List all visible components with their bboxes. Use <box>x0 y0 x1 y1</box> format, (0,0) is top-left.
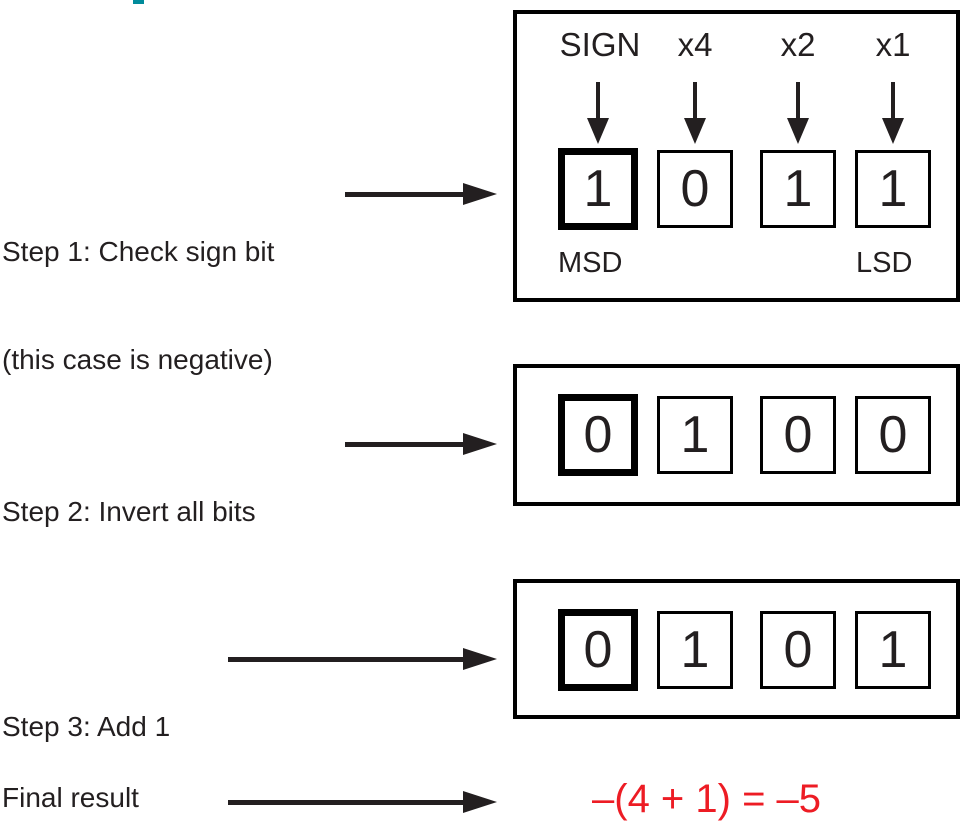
step-1-caption-line1: Step 1: Check sign bit <box>2 236 275 267</box>
arrow-head <box>587 118 609 144</box>
arrow-head <box>684 118 706 144</box>
arrow-head <box>787 118 809 144</box>
step-3-bit-0: 0 <box>558 609 638 691</box>
step-2-arrow-icon <box>345 433 497 455</box>
column-header-x2: x2 <box>780 26 816 63</box>
column-header-x1: x1 <box>875 26 911 63</box>
final-result-arrow-icon <box>228 791 497 813</box>
arrow-head <box>463 433 497 455</box>
pointer-down-arrow-sign-icon <box>587 82 609 144</box>
arrow-shaft <box>345 442 465 447</box>
clipped-teal-text-fragment <box>133 0 144 4</box>
step-1-bit-2: 1 <box>760 150 836 228</box>
arrow-shaft <box>345 192 465 197</box>
pointer-down-arrow-x1-icon <box>882 82 904 144</box>
pointer-down-arrow-x2-icon <box>787 82 809 144</box>
arrow-shaft <box>693 82 697 120</box>
step-2-caption-line1: Step 2: Invert all bits <box>2 496 256 527</box>
step-3-caption: Step 3: Add 1 <box>2 637 170 817</box>
arrow-shaft <box>891 82 895 120</box>
step-1-arrow-icon <box>345 183 497 205</box>
arrow-head <box>463 183 497 205</box>
step-1-bit-1: 0 <box>657 150 733 228</box>
step-2-caption: Step 2: Invert all bits <box>2 422 256 602</box>
step-3-caption-line1: Step 3: Add 1 <box>2 711 171 742</box>
step-3-bit-2: 0 <box>760 611 836 689</box>
step-3-bit-3: 1 <box>855 611 931 689</box>
step-3-arrow-icon <box>228 648 497 670</box>
arrow-head <box>882 118 904 144</box>
msd-label: MSD <box>558 247 623 279</box>
step-2-bit-0: 0 <box>558 394 638 476</box>
step-1-caption-line2: (this case is negative) <box>2 344 273 375</box>
final-result-caption: Final result <box>2 782 139 813</box>
final-result-expression: –(4 + 1) = –5 <box>592 777 822 821</box>
step-2-bit-2: 0 <box>760 396 836 474</box>
pointer-down-arrow-x4-icon <box>684 82 706 144</box>
lsd-label: LSD <box>856 247 913 279</box>
column-header-sign: SIGN <box>559 26 641 63</box>
arrow-head <box>463 791 497 813</box>
step-1-bit-3: 1 <box>855 150 931 228</box>
arrow-shaft <box>796 82 800 120</box>
column-header-x4: x4 <box>677 26 713 63</box>
arrow-shaft <box>596 82 600 120</box>
arrow-shaft <box>228 800 465 805</box>
step-1-bit-0: 1 <box>558 148 638 230</box>
step-2-bit-1: 1 <box>657 396 733 474</box>
step-3-bit-1: 1 <box>657 611 733 689</box>
arrow-head <box>463 648 497 670</box>
step-2-bit-3: 0 <box>855 396 931 474</box>
arrow-shaft <box>228 657 465 662</box>
step-1-caption: Step 1: Check sign bit (this case is neg… <box>2 162 274 450</box>
